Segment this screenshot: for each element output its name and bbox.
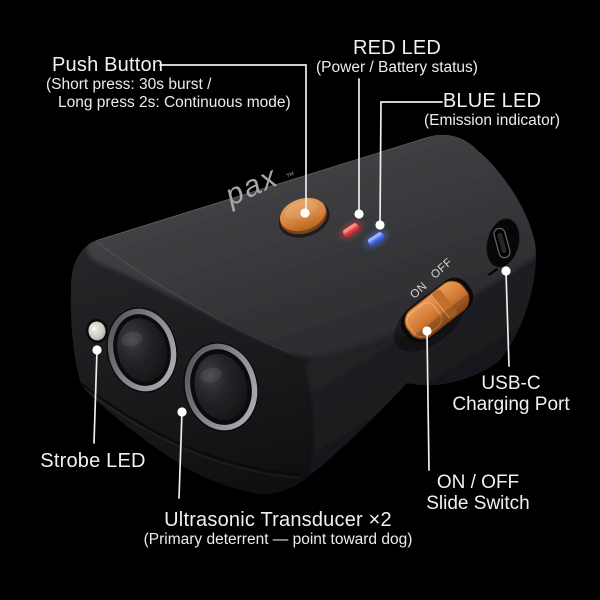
push-button-detail-1: (Short press: 30s burst / — [46, 76, 212, 93]
switch-ridge — [432, 289, 457, 319]
transducer-left — [106, 307, 178, 393]
transducer-detail: (Primary deterrent — point toward dog) — [143, 531, 413, 548]
leader-line-slide-switch — [426, 330, 430, 471]
leader-line-usb-c — [505, 271, 510, 367]
leader-dot-slide-switch — [422, 326, 432, 336]
blue-led — [360, 226, 392, 252]
usb-c-line-2: Charging Port — [452, 394, 570, 415]
switch-thumb-pad — [406, 302, 443, 338]
leader-dot-push-button — [300, 208, 310, 218]
front-top-edge-highlight — [96, 241, 292, 354]
callout-blue-led: BLUE LED (Emission indicator) — [424, 90, 560, 130]
leader-dot-usb-c — [501, 266, 511, 276]
blue-led-title: BLUE LED — [442, 90, 542, 112]
callout-push-button: Push Button (Short press: 30s burst / Lo… — [46, 54, 291, 112]
usb-port-slit — [487, 267, 499, 277]
blue-led-detail: (Emission indicator) — [423, 112, 561, 129]
leader-line-strobe-led — [93, 349, 98, 444]
usb-c-line-1: USB-C — [481, 373, 541, 394]
leader-dot-red-led — [354, 209, 364, 219]
red-led — [335, 217, 367, 243]
push-button-title: Push Button — [52, 54, 164, 76]
callout-strobe-led: Strobe LED — [40, 450, 145, 472]
leader-dots — [92, 208, 511, 417]
push-button-detail-2: Long press 2s: Continuous mode) — [58, 94, 291, 111]
transducer-right — [183, 342, 259, 432]
red-led-detail: (Power / Battery status) — [316, 59, 478, 76]
strobe-led-title: Strobe LED — [40, 450, 146, 472]
transducer-title: Ultrasonic Transducer ×2 — [164, 509, 392, 531]
leader-line-push-button — [159, 64, 307, 213]
red-led-title: RED LED — [352, 37, 442, 59]
usb-c-port — [485, 217, 521, 277]
bottom-seam-highlight — [78, 384, 301, 479]
callout-transducer: Ultrasonic Transducer ×2 (Primary deterr… — [144, 509, 413, 549]
slide-switch-line-1: ON / OFF — [436, 472, 520, 493]
callout-slide-switch: ON / OFF Slide Switch — [426, 472, 530, 514]
callout-usb-c: USB-C Charging Port — [452, 373, 569, 415]
device-right-face — [305, 242, 536, 478]
leader-dot-strobe-led — [92, 345, 102, 355]
strobe-led — [85, 319, 109, 343]
brand-trademark: ™ — [285, 169, 297, 182]
slide-switch-line-2: Slide Switch — [426, 493, 530, 514]
leader-line-blue-led — [379, 101, 443, 225]
leader-line-transducer — [178, 411, 183, 499]
bottom-seam-line — [78, 381, 301, 477]
slide-switch — [394, 277, 474, 352]
leader-dot-transducer — [177, 407, 187, 417]
leader-dot-blue-led — [375, 220, 385, 230]
callout-red-led: RED LED (Power / Battery status) — [316, 37, 478, 77]
push-button — [278, 197, 330, 238]
corner-edge-highlight — [427, 134, 501, 173]
leader-lines — [93, 64, 510, 499]
